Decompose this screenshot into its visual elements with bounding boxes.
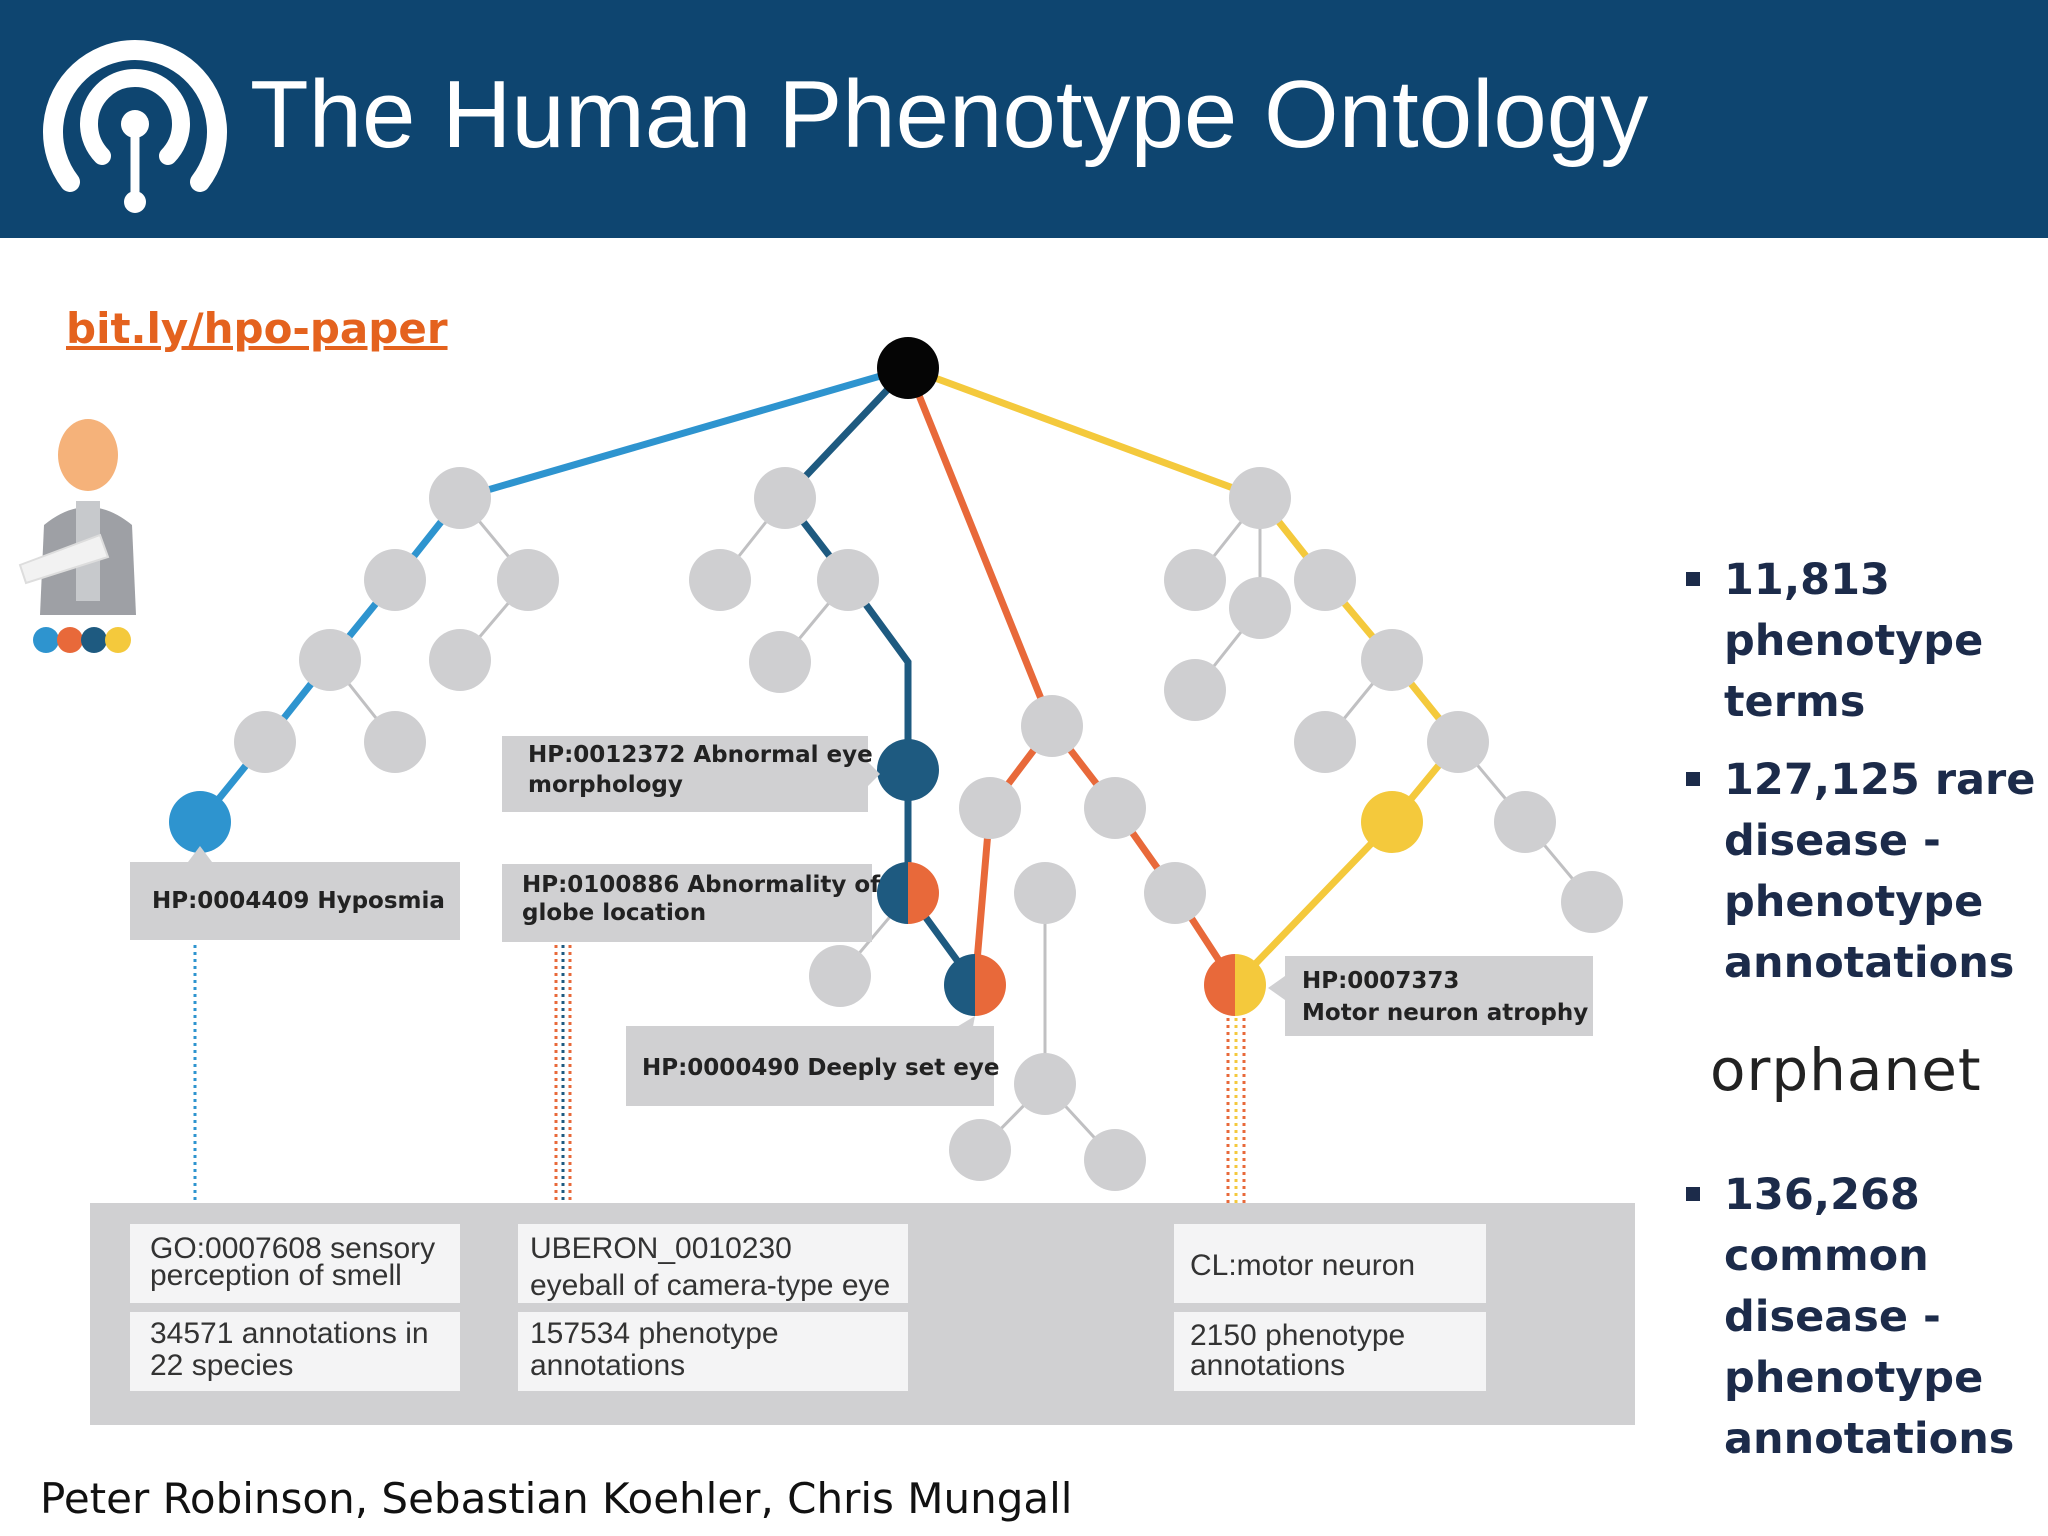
svg-text:CL:motor neuron: CL:motor neuron (1190, 1249, 1415, 1282)
page-title: The Human Phenotype Ontology (250, 61, 1649, 168)
svg-text:157534 phenotype: 157534 phenotype (530, 1317, 779, 1350)
deeply-set-eye-node (944, 954, 1006, 1016)
stat-rare-disease: 127,125 rare disease - phenotype annotat… (1682, 750, 2042, 994)
svg-text:globe location: globe location (522, 900, 706, 926)
authors-credit: Peter Robinson, Sebastian Koehler, Chris… (40, 1474, 1073, 1523)
globe-location-node (877, 862, 939, 924)
svg-text:HP:0012372 Abnormal eye: HP:0012372 Abnormal eye (528, 742, 873, 768)
orphanet-logo: orphanet (1710, 1036, 1982, 1104)
yellow-dot (105, 627, 131, 653)
svg-text:eyeball of camera-type eye: eyeball of camera-type eye (530, 1269, 890, 1302)
ontology-diagram: HP:0004409 Hyposmia HP:0012372 Abnormal … (90, 337, 1635, 1425)
svg-text:34571 annotations in: 34571 annotations in (150, 1317, 429, 1350)
dotted-connectors (193, 945, 1246, 1222)
svg-text:morphology: morphology (528, 772, 683, 798)
abnormal-eye-node (877, 739, 939, 801)
label-abnormal-eye: HP:0012372 Abnormal eye morphology (502, 736, 880, 812)
annotation-go: GO:0007608 sensory perception of smell 3… (130, 1224, 460, 1391)
svg-text:22 species: 22 species (150, 1349, 293, 1382)
svg-text:HP:0007373: HP:0007373 (1302, 968, 1459, 994)
annotation-uberon: UBERON_0010230 eyeball of camera-type ey… (518, 1224, 908, 1391)
label-hyposmia: HP:0004409 Hyposmia (130, 846, 460, 940)
svg-text:GO:0007608 sensory: GO:0007608 sensory (150, 1232, 435, 1265)
svg-text:UBERON_0010230: UBERON_0010230 (530, 1232, 792, 1265)
stat-common-disease: 136,268 common disease - phenotype annot… (1682, 1165, 2042, 1470)
bullet-icon (1686, 572, 1700, 586)
motor-neuron-node (1204, 954, 1266, 1016)
bullet-icon (1686, 1187, 1700, 1201)
stats-list: 11,813 phenotype terms 127,125 rare dise… (1682, 550, 2042, 994)
svg-text:annotations: annotations (530, 1349, 685, 1382)
gray-nodes (234, 467, 1623, 1191)
stat-phenotype-terms: 11,813 phenotype terms (1682, 550, 2042, 750)
orange-dot (57, 627, 83, 653)
yellow-node (1361, 791, 1423, 853)
label-motor-neuron: HP:0007373 Motor neuron atrophy (1268, 956, 1593, 1036)
svg-text:HP:0004409 Hyposmia: HP:0004409 Hyposmia (152, 888, 445, 914)
dark-blue-dot (81, 627, 107, 653)
svg-text:HP:0000490 Deeply set eye: HP:0000490 Deeply set eye (642, 1055, 999, 1081)
patient-icon (18, 419, 136, 653)
annotation-cl: CL:motor neuron 2150 phenotype annotatio… (1174, 1224, 1486, 1391)
svg-text:annotations: annotations (1190, 1349, 1345, 1382)
hpo-logo-icon (43, 40, 227, 213)
bullet-icon (1686, 772, 1700, 786)
header-bar: The Human Phenotype Ontology (0, 0, 2048, 238)
root-node (877, 337, 939, 399)
blue-dot (33, 627, 59, 653)
label-deeply-set-eye: HP:0000490 Deeply set eye (626, 1016, 999, 1106)
hyposmia-node (169, 791, 231, 853)
svg-text:2150 phenotype: 2150 phenotype (1190, 1319, 1405, 1352)
svg-text:Motor neuron atrophy: Motor neuron atrophy (1302, 1000, 1588, 1026)
svg-text:perception of smell: perception of smell (150, 1259, 402, 1292)
label-globe-location: HP:0100886 Abnormality of globe location (502, 864, 881, 942)
paper-link[interactable]: bit.ly/hpo-paper (66, 304, 448, 353)
svg-text:HP:0100886 Abnormality of: HP:0100886 Abnormality of (522, 872, 881, 898)
